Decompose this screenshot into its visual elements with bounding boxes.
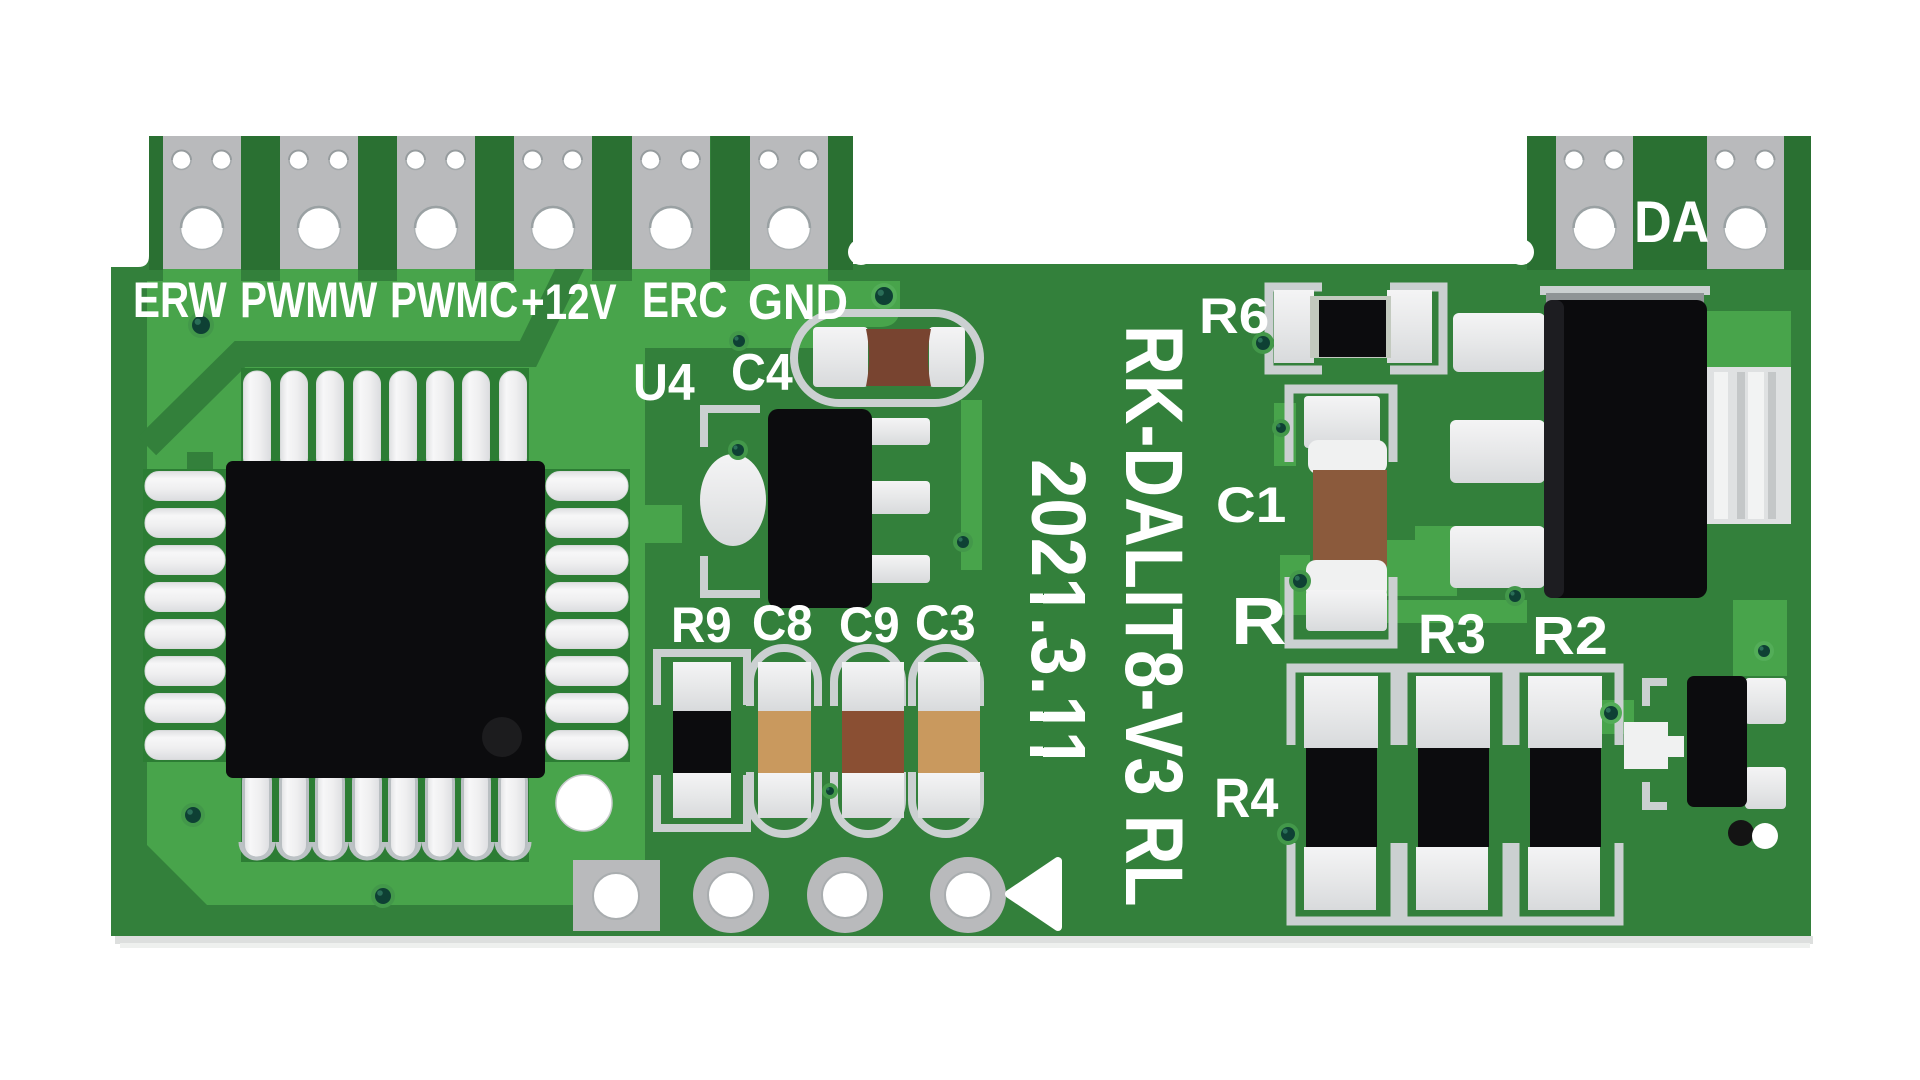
svg-text:ERC: ERC (642, 272, 727, 328)
svg-text:PWMC: PWMC (390, 272, 518, 328)
svg-text:ERW: ERW (133, 272, 227, 328)
svg-text:R2: R2 (1532, 606, 1608, 666)
svg-text:+12V: +12V (521, 274, 617, 330)
svg-text:GND: GND (748, 275, 848, 331)
svg-text:C8: C8 (752, 596, 813, 651)
svg-text:C4: C4 (731, 343, 793, 401)
svg-text:DA: DA (1634, 189, 1709, 254)
svg-text:C1: C1 (1216, 477, 1286, 533)
svg-text:R4: R4 (1214, 768, 1279, 830)
svg-text:R3: R3 (1418, 603, 1486, 666)
svg-text:RK-DALIT8-V3 RL: RK-DALIT8-V3 RL (1108, 325, 1200, 907)
svg-text:U4: U4 (633, 353, 695, 411)
svg-text:R6: R6 (1199, 288, 1269, 344)
svg-text:C9: C9 (839, 598, 900, 653)
svg-text:PWMW: PWMW (240, 272, 377, 328)
svg-text:R: R (1231, 585, 1287, 659)
svg-text:R9: R9 (671, 598, 732, 653)
svg-text:C3: C3 (915, 596, 976, 651)
